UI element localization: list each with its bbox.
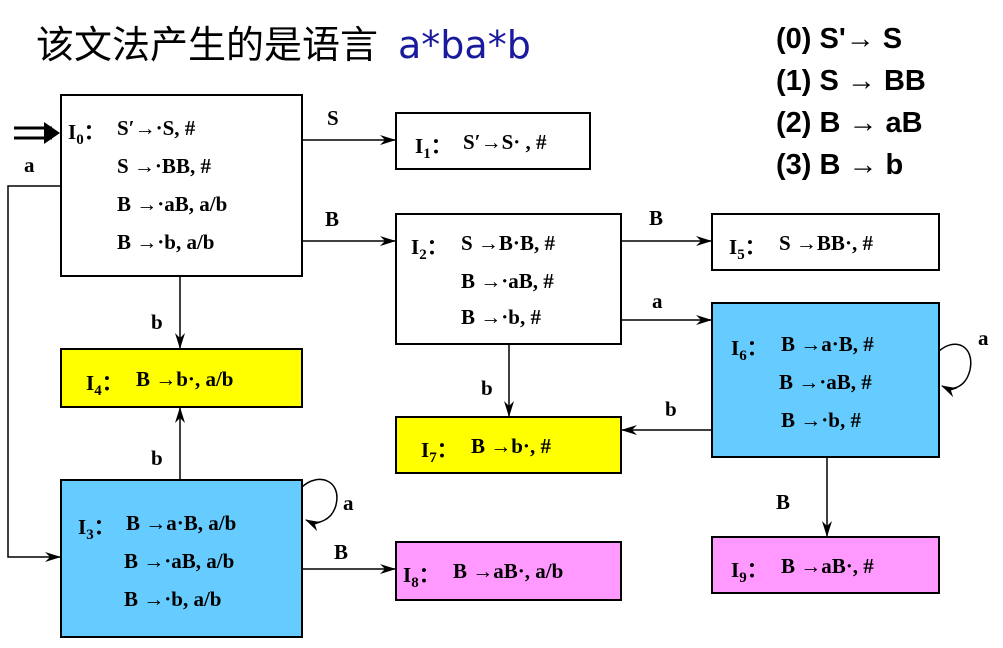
- state-I6-item-2: B →·aB, #: [779, 370, 872, 394]
- edge-label-I6-loop: a: [978, 326, 989, 350]
- state-I1-label: I1：: [415, 134, 452, 163]
- state-I8-label: I8：: [403, 563, 440, 592]
- grammar-productions: (0) S'→ S (1) S → BB (2) B → aB (3) B → …: [776, 18, 926, 186]
- state-I8-item-1: B →aB·, a/b: [453, 559, 564, 583]
- state-I7-item-1: B →b·, #: [471, 434, 551, 458]
- state-I0-item-1: S′→·S, #: [117, 116, 196, 140]
- production-2: (2) B → aB: [776, 107, 923, 139]
- production-1: (1) S → BB: [776, 65, 926, 97]
- state-I4: I4： B →b·, a/b: [60, 348, 303, 408]
- state-I0-item-4: B →·b, a/b: [117, 230, 215, 254]
- state-I0: I0： S′→·S, # S →·BB, # B →·aB, a/b B →·b…: [60, 94, 303, 277]
- state-I2-item-1: S →B·B, #: [461, 231, 555, 255]
- edge-label-I6-I9: B: [776, 490, 791, 514]
- edge-label-I2-I5: B: [649, 206, 664, 230]
- state-I6-item-1: B →a·B, #: [781, 332, 874, 356]
- start-arrow: [14, 122, 60, 144]
- state-I0-label: I0：: [68, 120, 105, 149]
- state-I8: I8： B →aB·, a/b: [395, 541, 622, 601]
- edge-label-I6-I7: b: [665, 397, 677, 421]
- edge-label-I0-I2: B: [325, 207, 340, 231]
- state-I0-item-3: B →·aB, a/b: [117, 192, 228, 216]
- state-I5: I5： S →BB·, #: [711, 213, 940, 271]
- state-I3: I3： B →a·B, a/b B →·aB, a/b B →·b, a/b: [60, 479, 303, 638]
- edge-label-I2-I7: b: [481, 376, 493, 400]
- arrow-I0-I3: [7, 185, 62, 562]
- state-I2-item-3: B →·b, #: [461, 305, 541, 329]
- edge-label-I0-I3: a: [24, 153, 35, 177]
- edge-label-I3-I4: b: [151, 446, 163, 470]
- state-I6-label: I6：: [731, 336, 768, 365]
- state-I9-item-1: B →aB·, #: [781, 554, 874, 578]
- state-I5-item-1: S →BB·, #: [779, 231, 873, 255]
- state-I7: I7： B →b·, #: [395, 416, 622, 474]
- state-I5-label: I5：: [729, 235, 766, 264]
- production-3: (3) B → b: [776, 149, 904, 181]
- state-I7-label: I7：: [421, 438, 458, 467]
- edge-label-I0-I1: S: [327, 106, 339, 130]
- state-I4-item-1: B →b·, a/b: [136, 367, 234, 391]
- edge-label-I2-I6: a: [652, 289, 663, 313]
- state-I4-label: I4：: [86, 371, 123, 400]
- state-I2-label: I2：: [411, 235, 448, 264]
- state-I9: I9： B →aB·, #: [711, 536, 940, 594]
- state-I3-item-3: B →·b, a/b: [124, 587, 222, 611]
- title-language: a*ba*b: [398, 23, 531, 67]
- state-I3-label: I3：: [78, 515, 115, 544]
- state-I9-label: I9：: [731, 558, 768, 587]
- state-I1: I1： S′→S· , #: [395, 112, 591, 170]
- state-I6-item-3: B →·b, #: [781, 408, 861, 432]
- state-I2-item-2: B →·aB, #: [461, 269, 554, 293]
- edge-label-I3-loop: a: [343, 491, 354, 515]
- title-text: 该文法产生的是语言: [36, 23, 379, 67]
- production-0: (0) S'→ S: [776, 23, 903, 55]
- arrow-I3-loop: [301, 478, 338, 532]
- state-I3-item-1: B →a·B, a/b: [126, 511, 237, 535]
- edge-label-I0-I4: b: [151, 310, 163, 334]
- slide-title: 该文法产生的是语言 a*ba*b: [36, 14, 531, 69]
- state-I3-item-2: B →·aB, a/b: [124, 549, 235, 573]
- state-I2: I2： S →B·B, # B →·aB, # B →·b, #: [395, 213, 622, 345]
- state-I0-item-2: S →·BB, #: [117, 154, 211, 178]
- arrow-I6-loop: [937, 343, 972, 398]
- state-I1-item-1: S′→S· , #: [463, 130, 547, 154]
- edge-label-I3-I8: B: [334, 540, 349, 564]
- state-I6: I6： B →a·B, # B →·aB, # B →·b, #: [711, 302, 940, 458]
